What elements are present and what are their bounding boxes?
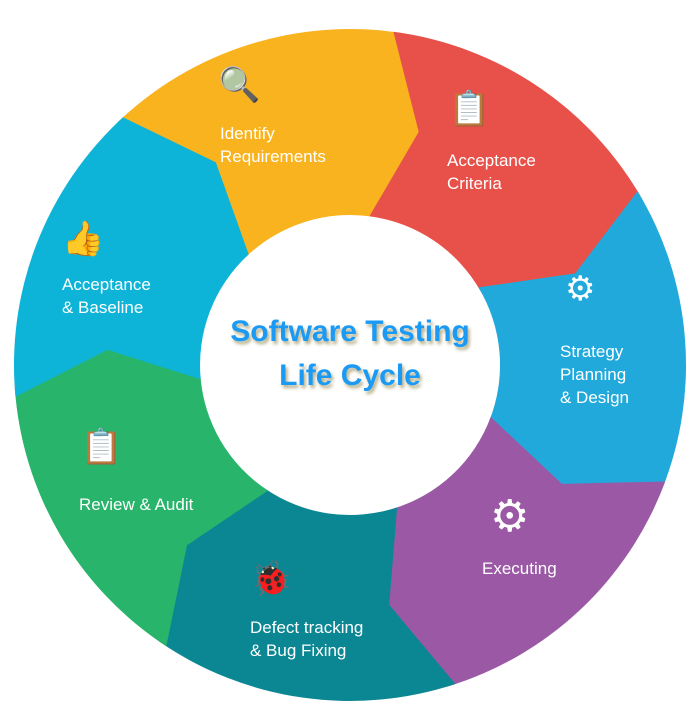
clipboard-check-icon: 📋 (80, 428, 123, 466)
bug-wrench-icon: 🐞 (250, 560, 293, 598)
checklist-icon: 📋 (448, 90, 491, 128)
segment-review-audit (14, 343, 268, 647)
segment-strategy-planning-design (478, 191, 687, 490)
center-circle (202, 217, 498, 513)
segment-acceptance-baseline (13, 117, 249, 397)
segment-executing (382, 417, 666, 687)
segment-label-review-audit: Review & Audit (79, 495, 194, 514)
segment-label-defect-tracking: Defect tracking & Bug Fixing (250, 618, 364, 660)
magnifier-document-icon: 🔍 (218, 66, 261, 104)
head-gears-icon: ⚙ (565, 270, 596, 308)
play-gear-icon: ⚙ (490, 492, 530, 541)
segment-acceptance-criteria (369, 31, 642, 291)
segment-label-identify-requirements: Identify Requirements (220, 124, 326, 166)
title-line-2: Life Cycle (279, 359, 421, 392)
segment-identify-requirements (116, 29, 425, 258)
segment-label-acceptance-criteria: Acceptance Criteria (447, 151, 536, 193)
segment-label-executing: Executing (482, 559, 557, 578)
segment-defect-tracking (159, 488, 456, 701)
diagram-title: Software Testing Life Cycle (180, 310, 520, 398)
title-line-1: Software Testing (230, 315, 470, 348)
thumbs-up-icon: 👍 (62, 220, 105, 258)
segment-label-strategy-planning-design: Strategy Planning & Design (560, 342, 629, 407)
segment-label-acceptance-baseline: Acceptance & Baseline (62, 275, 151, 317)
